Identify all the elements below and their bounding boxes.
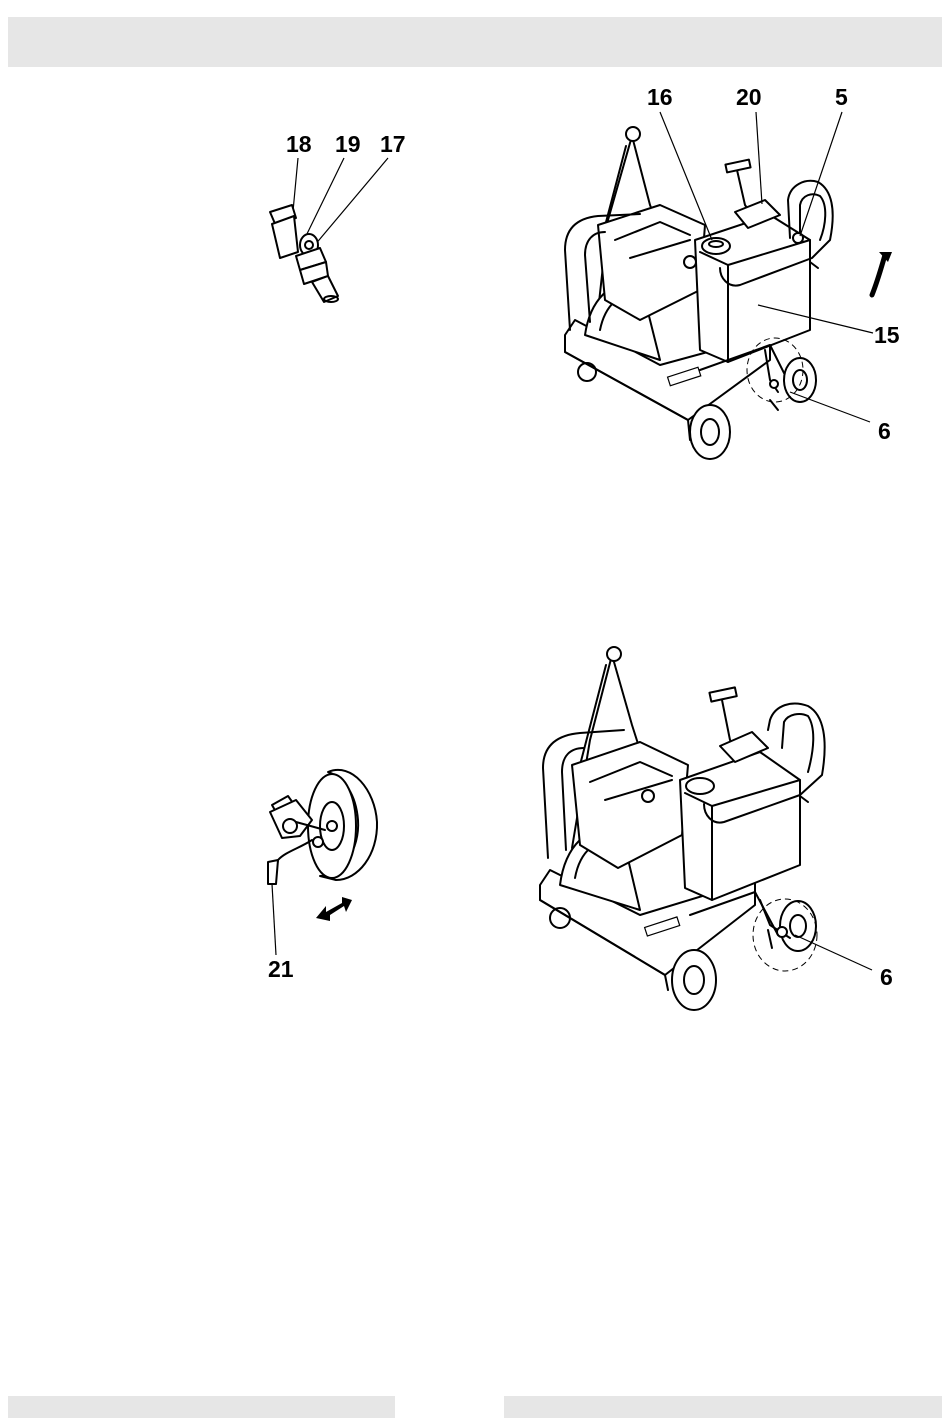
footer-bar-right (504, 1396, 942, 1418)
footer-bar-left (8, 1396, 395, 1418)
callout-6-lower: 6 (880, 966, 893, 989)
